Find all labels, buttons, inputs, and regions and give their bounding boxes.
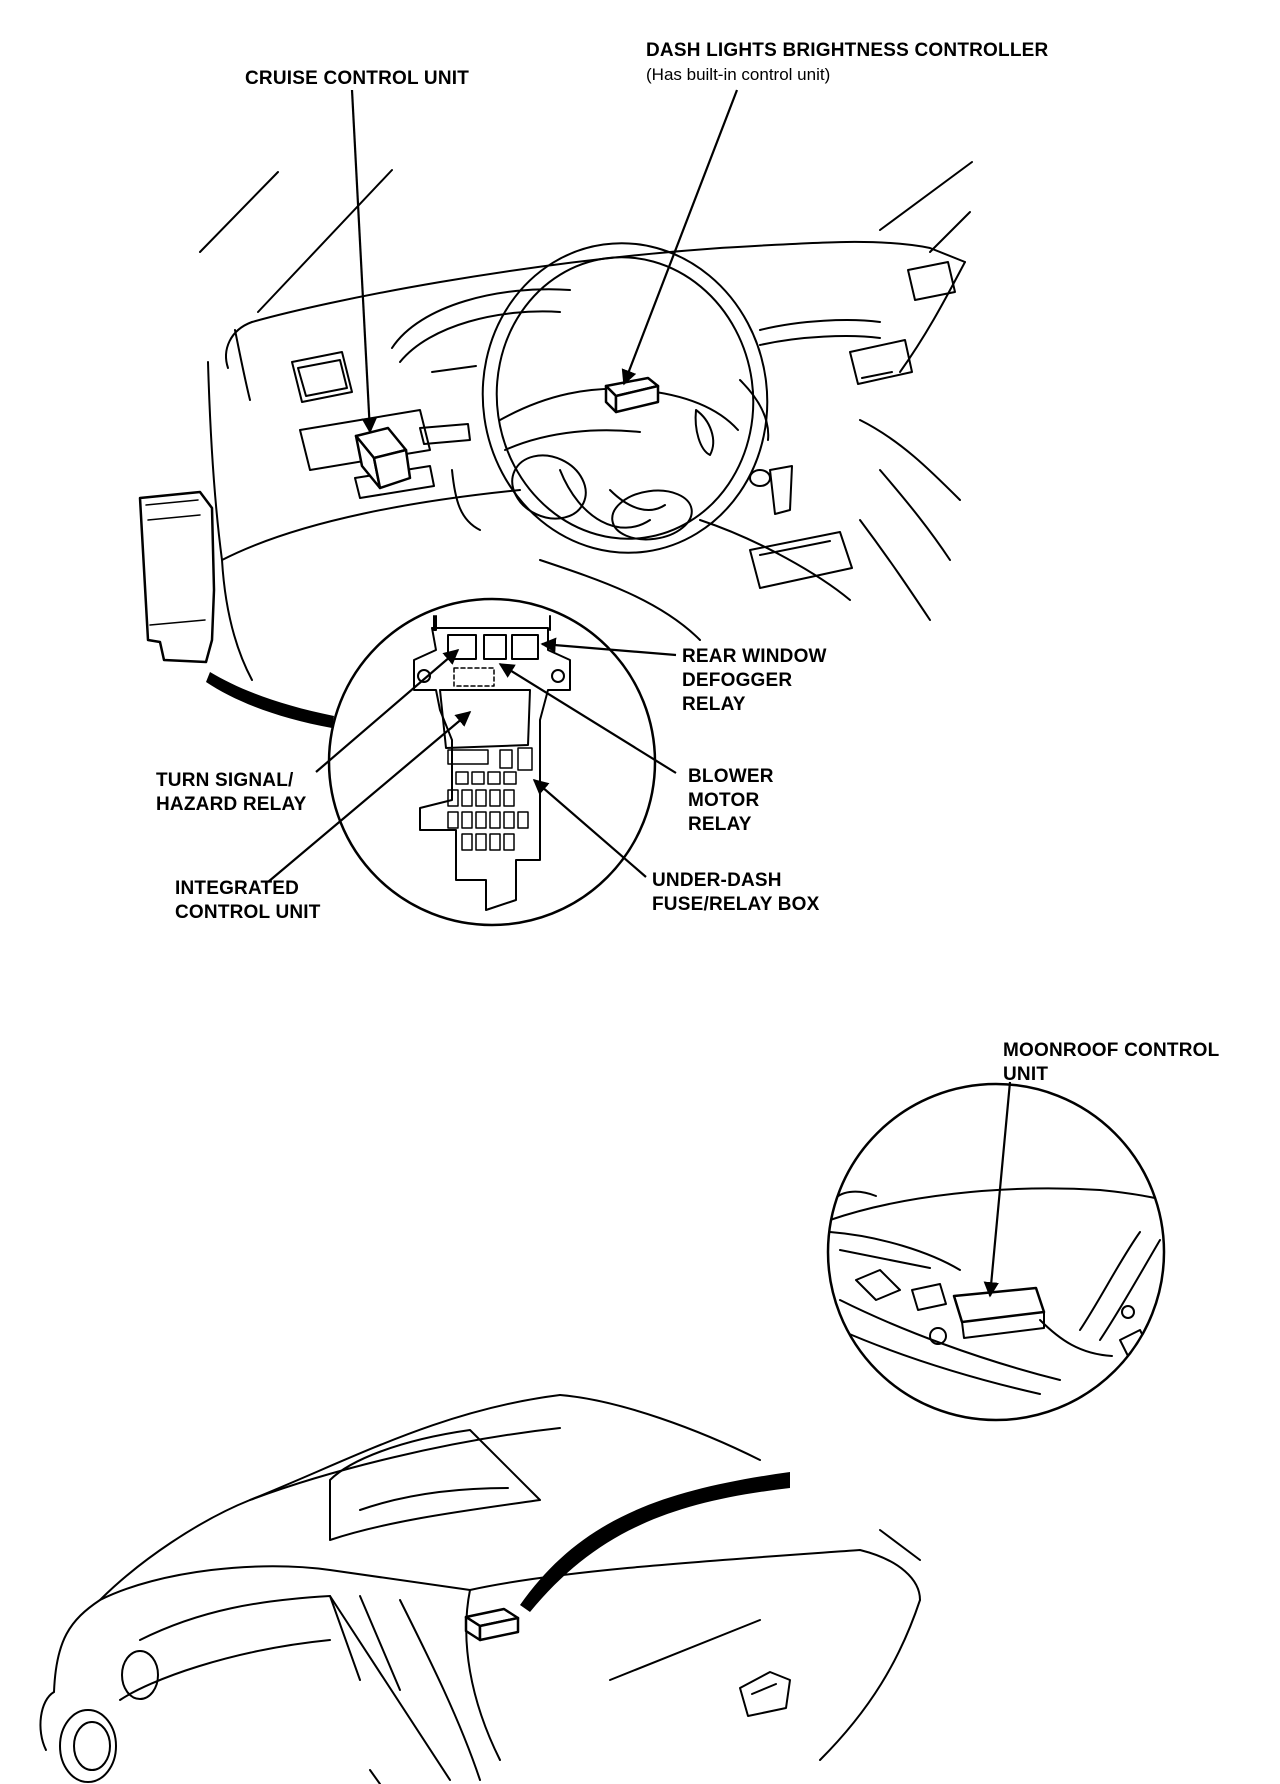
- label-blower-motor-line1: BLOWER: [688, 766, 774, 787]
- diagram-labels: CRUISE CONTROL UNIT DASH LIGHTS BRIGHTNE…: [156, 40, 1220, 1085]
- label-blower-motor-line2: MOTOR: [688, 790, 759, 811]
- fuse-relay-box-detail: [327, 597, 657, 927]
- label-turn-signal-line2: HAZARD RELAY: [156, 794, 307, 815]
- detail-connector-band: [206, 672, 334, 728]
- label-moonroof-line2: UNIT: [1003, 1064, 1048, 1085]
- label-dash-lights-controller: DASH LIGHTS BRIGHTNESS CONTROLLER: [646, 40, 1049, 61]
- label-turn-signal-line1: TURN SIGNAL/: [156, 770, 294, 791]
- label-blower-motor-line3: RELAY: [688, 814, 752, 835]
- car-illustration: [39, 1394, 921, 1784]
- label-rear-window-line2: DEFOGGER: [682, 670, 792, 691]
- label-integrated-line1: INTEGRATED: [175, 878, 299, 899]
- label-cruise-control-unit: CRUISE CONTROL UNIT: [245, 68, 469, 89]
- label-under-dash-line2: FUSE/RELAY BOX: [652, 894, 820, 915]
- dashboard-illustration: [138, 161, 973, 681]
- roof-detail-connector-band: [520, 1472, 790, 1612]
- label-rear-window-line1: REAR WINDOW: [682, 646, 827, 667]
- label-rear-window-line3: RELAY: [682, 694, 746, 715]
- label-under-dash-line1: UNDER-DASH: [652, 870, 782, 891]
- label-moonroof-line1: MOONROOF CONTROL: [1003, 1040, 1220, 1061]
- label-integrated-line2: CONTROL UNIT: [175, 902, 321, 923]
- label-dash-lights-controller-note: (Has built-in control unit): [646, 65, 830, 84]
- moonroof-detail: [826, 1081, 1166, 1422]
- top-leader-lines: [267, 89, 739, 883]
